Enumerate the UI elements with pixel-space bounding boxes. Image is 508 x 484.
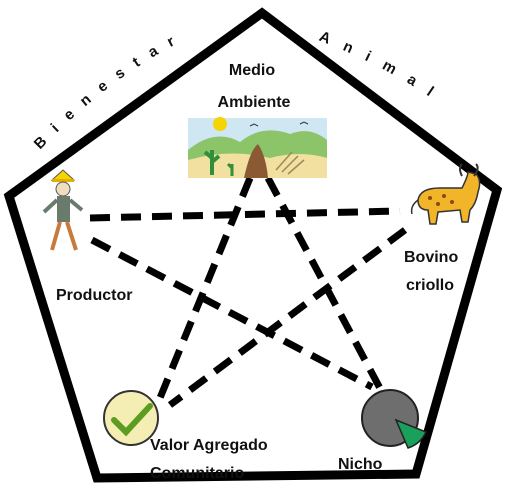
node-left-label: Productor (56, 287, 132, 304)
bull-icon (410, 163, 481, 225)
link-ambiente-nicho (264, 176, 386, 394)
node-bottom-left-label-line2: Comunitario (150, 465, 244, 482)
link-productor-nicho (90, 236, 374, 391)
pie-chart-icon (361, 389, 428, 449)
node-bottom-right-label: Nicho (338, 456, 383, 473)
desert-landscape-icon (188, 117, 327, 178)
node-bottom-left-label-line1: Valor Agregado (150, 437, 268, 454)
checkmark-icon (103, 390, 159, 446)
pentagon-outline (3, 7, 503, 483)
node-top-label-line2: Ambiente (218, 94, 291, 111)
node-right-label-line1: Bovino (404, 249, 458, 266)
farmer-icon (42, 169, 84, 251)
link-ambiente-valor (156, 176, 254, 400)
link-bovino-valor (167, 227, 408, 408)
node-top-label-line1: Medio (229, 62, 275, 79)
arc-text-bienestar: Bienestar (31, 27, 189, 153)
star-connections (89, 176, 408, 408)
link-productor-bovino (89, 207, 401, 222)
node-right-label-line2: criollo (406, 277, 454, 294)
